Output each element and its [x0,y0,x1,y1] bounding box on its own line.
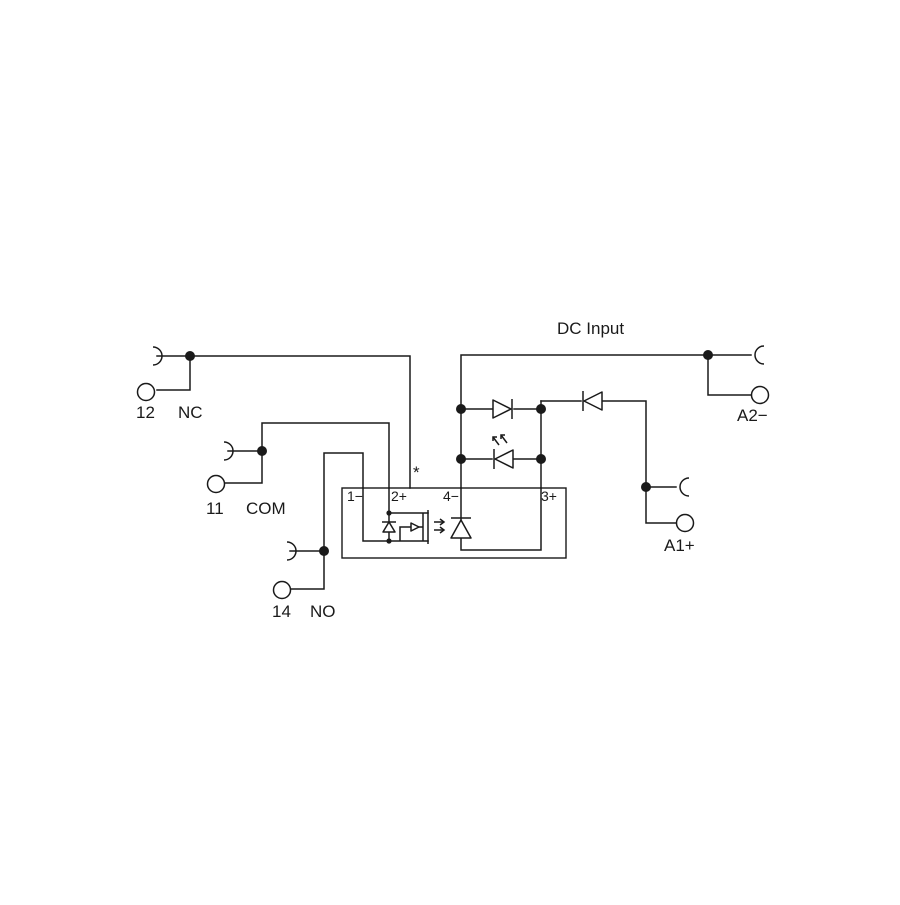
nc-junction-dot [185,351,195,361]
nc-plug-contact-icon [152,346,163,366]
pin-1-label: 1− [347,488,363,504]
terminal-11-circle[interactable] [206,474,226,494]
terminal-14-label: NO [310,602,336,621]
bridge-junction-top-right [536,404,546,414]
terminal-a2-label: A2− [737,406,768,425]
terminal-12-number: 12 [136,403,155,422]
status-led-icon [492,434,514,469]
terminal-12-label: NC [178,403,203,422]
terminal-11-label: COM [246,499,286,518]
terminal-14-number: 14 [272,602,291,621]
pin-4-label: 4− [443,488,459,504]
terminal-a2-circle[interactable] [750,385,770,405]
wire-nc [156,355,411,489]
a2-junction-dot [703,350,713,360]
terminal-14-circle[interactable] [272,580,292,600]
terminal-11-number: 11 [206,499,224,518]
wire-com [223,422,390,489]
protection-diode-icon [492,399,513,419]
com-plug-contact-icon [223,441,234,461]
dc-input-title: DC Input [557,319,624,338]
terminal-a1-circle[interactable] [675,513,695,533]
bridge-junction-bottom-left [456,454,466,464]
pin-2-label: 2+ [391,488,407,504]
asterisk-marker: * [413,463,420,482]
a1-junction-dot [641,482,651,492]
terminal-12-circle[interactable] [136,382,156,402]
reverse-polarity-diode-icon [582,391,603,411]
no-junction-dot [319,546,329,556]
wire-no [286,452,364,590]
bridge-junction-bottom-right [536,454,546,464]
photodiode-icon [434,517,472,539]
a2-plug-contact-icon [754,345,765,365]
mosfet-output-icon [382,510,429,544]
wire-a2 [460,354,752,489]
pin-3-label: 3+ [541,488,557,504]
wire-a1 [540,400,678,524]
no-plug-contact-icon [286,541,297,561]
terminal-a1-label: A1+ [664,536,695,555]
bridge-junction-top-left [456,404,466,414]
com-junction-dot [257,446,267,456]
relay-module-box [341,487,567,559]
a1-plug-contact-icon [679,477,690,497]
